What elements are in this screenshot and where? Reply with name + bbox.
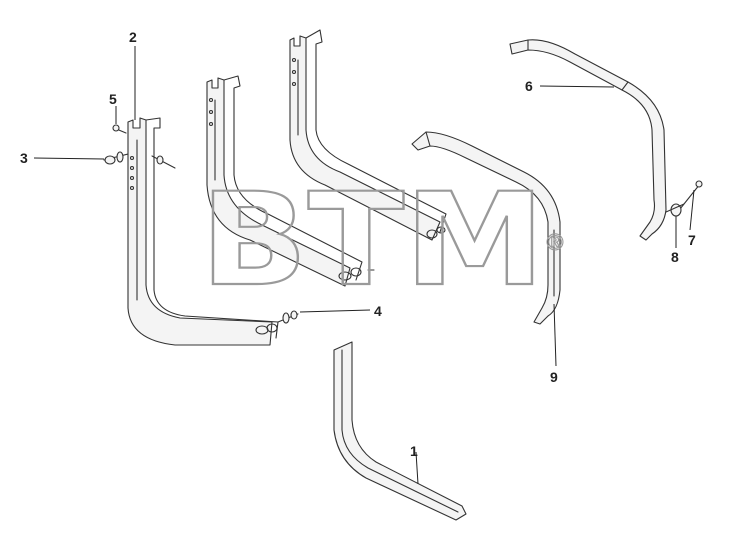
bolt-part-4 — [277, 310, 299, 324]
bracket-part-2 — [127, 117, 279, 346]
callout-9: 9 — [550, 369, 558, 385]
callout-8: 8 — [671, 249, 679, 265]
btm-watermark: BTM ® — [199, 165, 567, 316]
callout-6: 6 — [525, 78, 533, 94]
leader-1 — [415, 451, 419, 485]
leader-7 — [689, 189, 695, 231]
leader-6 — [539, 85, 615, 88]
bolt-part-5 — [112, 124, 127, 134]
bolt-part-3 — [103, 151, 129, 165]
bracket-rear — [289, 29, 447, 241]
bracket-middle — [206, 75, 375, 287]
callout-4: 4 — [374, 303, 382, 319]
callout-1: 1 — [410, 443, 418, 459]
leader-lines — [33, 46, 695, 485]
nut-hardware — [151, 155, 176, 169]
strap-part-9 — [411, 131, 561, 325]
watermark-text: BTM — [200, 166, 545, 315]
callout-labels: 1 2 3 4 5 6 7 8 9 — [20, 29, 696, 459]
leader-3 — [33, 157, 105, 160]
bolt-part-7 — [675, 180, 703, 215]
spacer-part-8 — [665, 203, 685, 217]
rail-part-1 — [333, 341, 467, 521]
callout-3: 3 — [20, 150, 28, 166]
leader-4 — [299, 309, 371, 313]
registered-mark: ® — [544, 231, 566, 256]
callout-2: 2 — [129, 29, 137, 45]
leader-9 — [553, 303, 557, 367]
callout-5: 5 — [109, 91, 117, 107]
callout-7: 7 — [688, 232, 696, 248]
strap-part-6 — [509, 39, 667, 241]
